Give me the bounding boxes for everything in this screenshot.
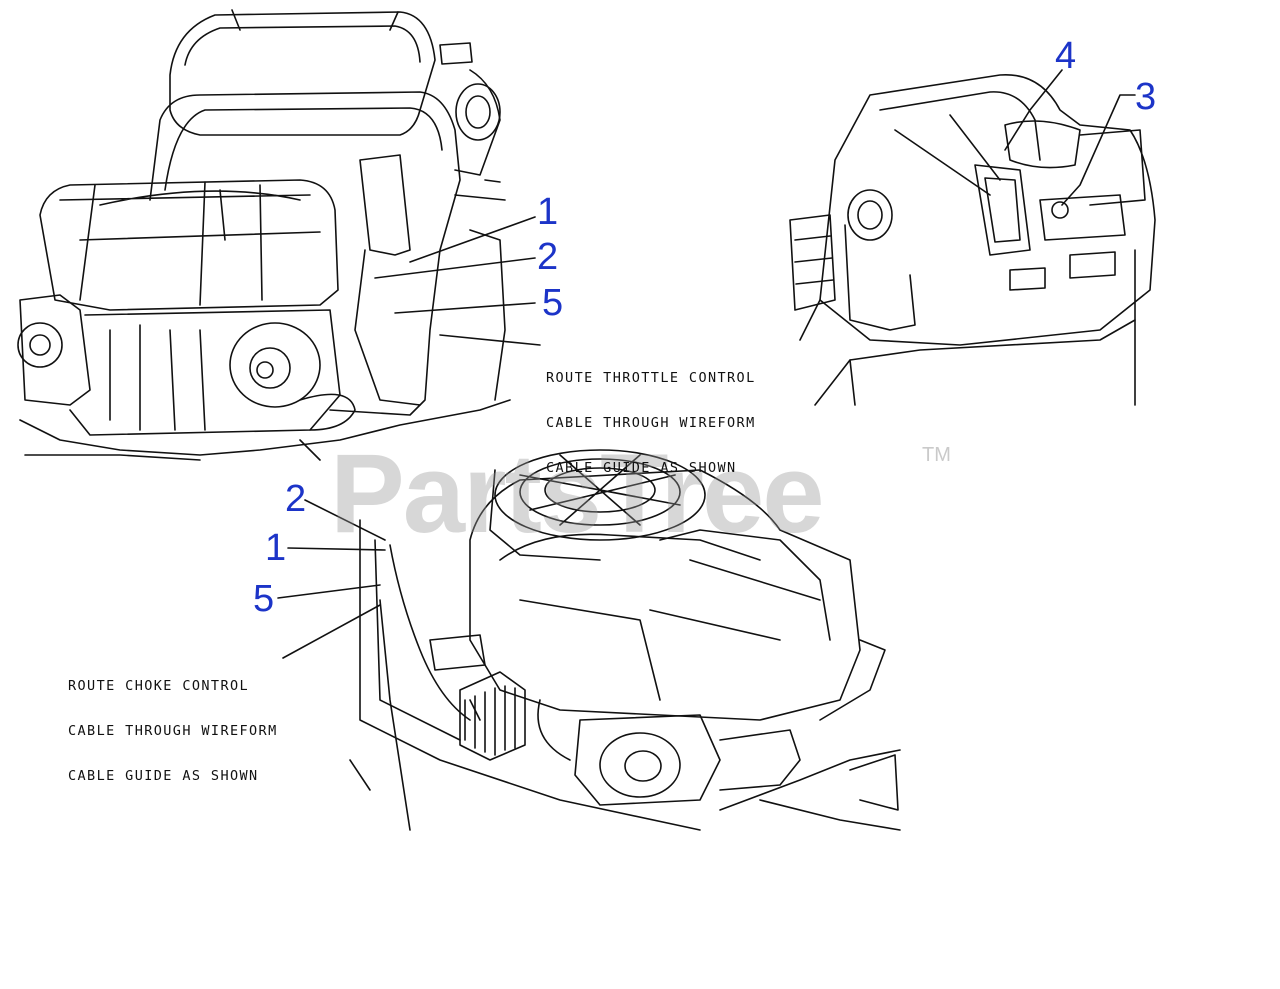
choke-routing-note: ROUTE CHOKE CONTROL CABLE THROUGH WIREFO… bbox=[68, 649, 278, 799]
engine-view-center bbox=[277, 449, 901, 831]
callout-2-view1[interactable]: 2 bbox=[537, 236, 559, 278]
callout-5-view1[interactable]: 5 bbox=[542, 282, 564, 324]
watermark-logo: PartsTree bbox=[330, 431, 825, 556]
callout-3-view2[interactable]: 3 bbox=[1135, 76, 1157, 118]
callout-4-view2[interactable]: 4 bbox=[1055, 35, 1077, 77]
choke-note-line3: CABLE GUIDE AS SHOWN bbox=[68, 768, 259, 784]
callout-5-view3[interactable]: 5 bbox=[253, 578, 275, 620]
callout-1-view3[interactable]: 1 bbox=[265, 527, 287, 569]
throttle-note-line2: CABLE THROUGH WIREFORM bbox=[546, 415, 756, 431]
throttle-routing-note: ROUTE THROTTLE CONTROL CABLE THROUGH WIR… bbox=[546, 341, 756, 491]
engine-view-left bbox=[17, 9, 541, 461]
choke-note-line2: CABLE THROUGH WIREFORM bbox=[68, 723, 278, 739]
throttle-note-line3: CABLE GUIDE AS SHOWN bbox=[546, 460, 737, 476]
callout-2-view3[interactable]: 2 bbox=[285, 478, 307, 520]
callout-1-view1[interactable]: 1 bbox=[537, 191, 559, 233]
watermark-trademark: TM bbox=[922, 444, 951, 466]
throttle-note-line1: ROUTE THROTTLE CONTROL bbox=[546, 370, 756, 386]
choke-note-line1: ROUTE CHOKE CONTROL bbox=[68, 678, 250, 694]
console-view-right bbox=[789, 69, 1156, 406]
